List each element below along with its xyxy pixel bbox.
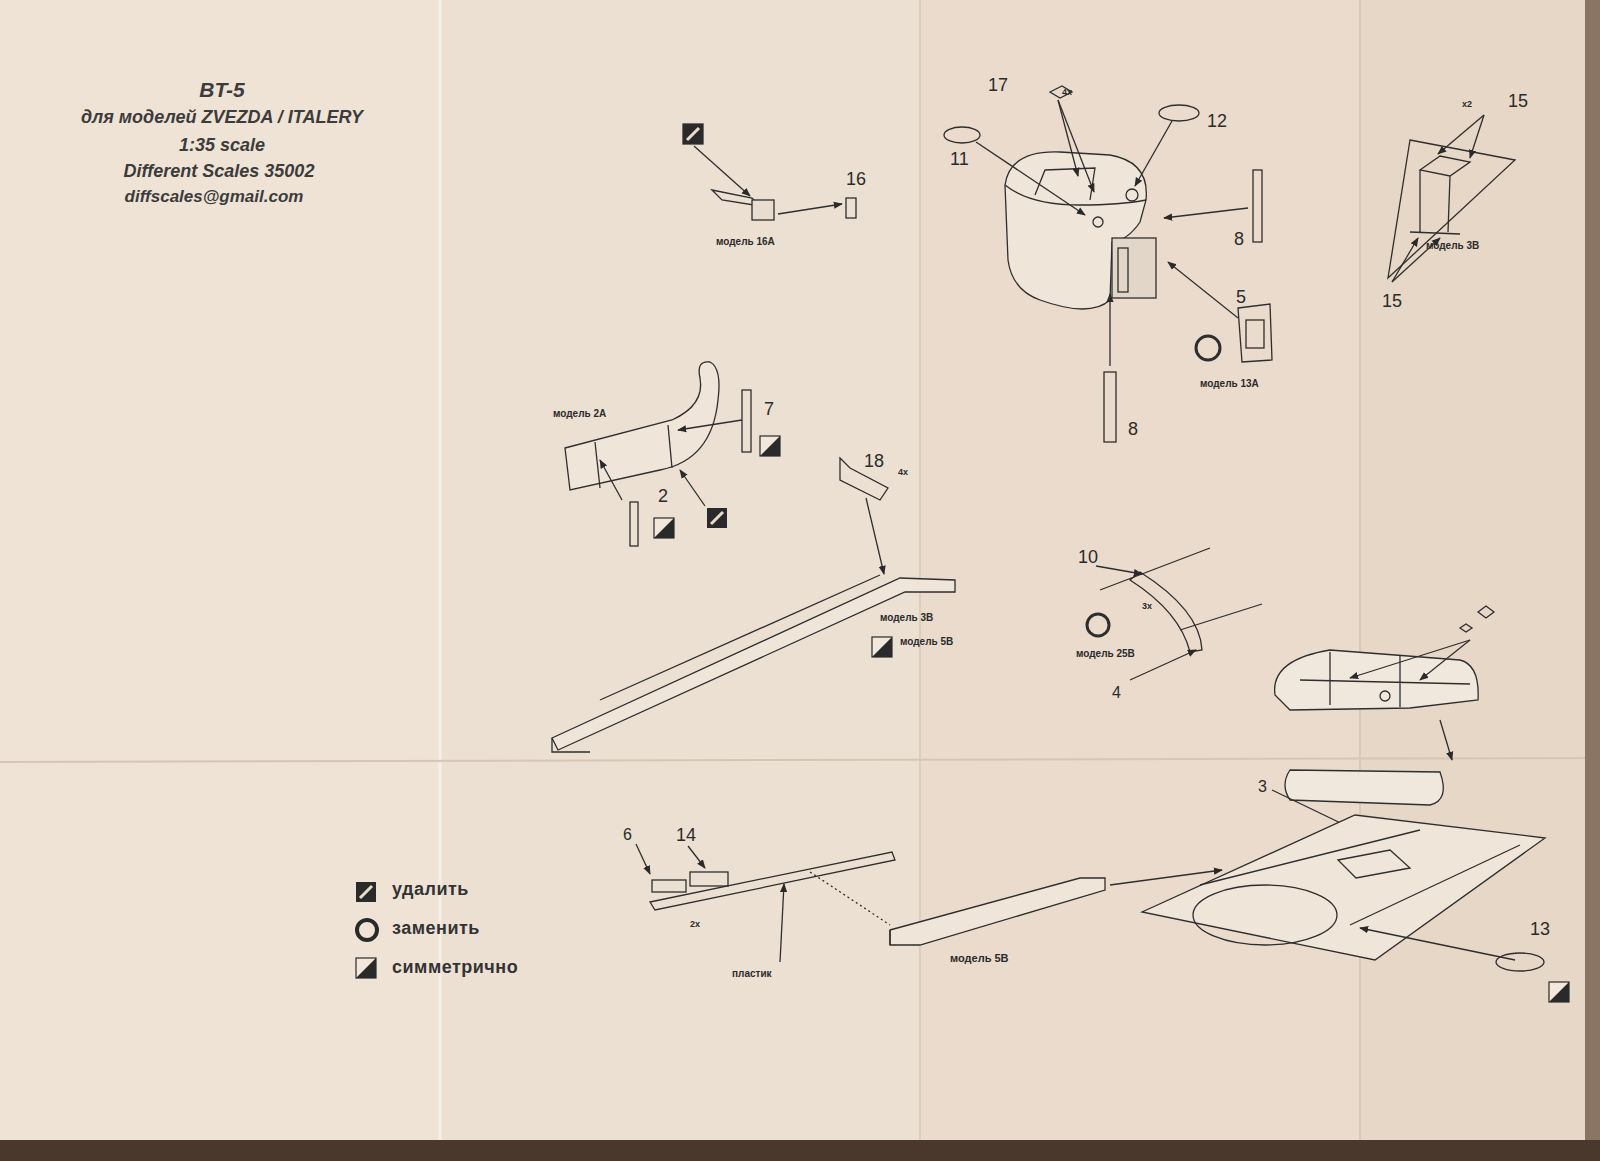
- count-note: х2: [1462, 100, 1472, 110]
- legend-text: удалить: [392, 880, 469, 900]
- callout-number: 16: [846, 170, 866, 190]
- model-ref: модель 5В: [900, 636, 953, 647]
- model-ref: модель 5В: [950, 952, 1009, 964]
- material-note: пластик: [732, 968, 772, 979]
- callout-number: 18: [864, 452, 884, 472]
- callout-number: 17: [988, 76, 1008, 96]
- callout-number: 4: [1112, 684, 1121, 702]
- callout-number: 8: [1234, 230, 1244, 250]
- legend-text: симметрично: [392, 958, 518, 978]
- count-note: 3х: [1142, 602, 1152, 612]
- callout-number: 3: [1258, 778, 1267, 796]
- count-note: 4х: [1062, 88, 1072, 98]
- model-ref: модель 13А: [1200, 378, 1259, 389]
- callout-number: 11: [950, 150, 969, 170]
- header-text: diffscales@gmail.com: [125, 188, 304, 207]
- callout-number: 13: [1530, 920, 1550, 940]
- callout-number: 2: [658, 487, 668, 507]
- model-ref: модель 3В: [880, 612, 933, 623]
- callout-number: 7: [764, 400, 774, 420]
- model-ref: модель 16А: [716, 236, 775, 247]
- callout-number: 10: [1078, 548, 1098, 568]
- count-note: 4х: [898, 468, 908, 478]
- callout-number: 12: [1207, 112, 1227, 132]
- model-ref: модель 25В: [1076, 648, 1135, 659]
- header-text: для моделей ZVEZDA / ITALERY: [81, 108, 363, 128]
- callout-number: 6: [623, 826, 632, 844]
- callout-number: 15: [1382, 292, 1402, 312]
- callout-number: 15: [1508, 92, 1528, 112]
- model-ref: модель 3В: [1426, 240, 1479, 251]
- header-text: 1:35 scale: [179, 136, 265, 156]
- callout-number: 14: [676, 826, 696, 846]
- header-text: Different Scales 35002: [124, 162, 315, 182]
- sheet-title: BT-5: [199, 78, 245, 101]
- legend-text: заменить: [392, 919, 480, 939]
- callout-number: 5: [1236, 288, 1246, 308]
- model-ref: модель 2А: [553, 408, 606, 419]
- count-note: 2х: [690, 920, 700, 930]
- callout-number: 8: [1128, 420, 1138, 440]
